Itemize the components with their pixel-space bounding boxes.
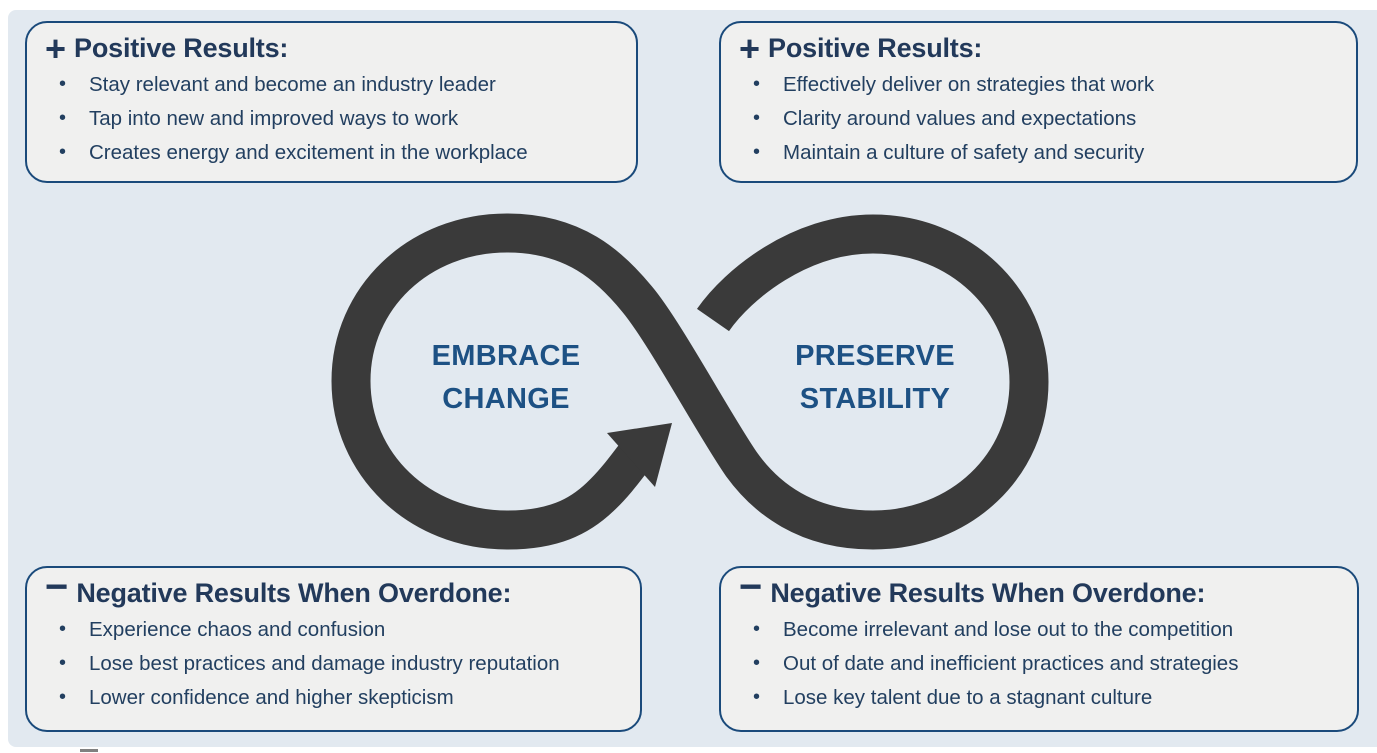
bullet-list: Stay relevant and become an industry lea… (45, 68, 618, 170)
bullet-item: Lose best practices and damage industry … (45, 647, 622, 681)
pole-right-line2: STABILITY (799, 383, 951, 415)
pole-left-line1: EMBRACE (431, 340, 581, 372)
quadrant-box-positive-right: + Positive Results: Effectively deliver … (719, 21, 1358, 183)
minus-icon: − (45, 564, 69, 609)
quadrant-header: − Negative Results When Overdone: (739, 567, 1339, 609)
bullet-list: Become irrelevant and lose out to the co… (739, 613, 1339, 715)
bullet-list: Experience chaos and confusion Lose best… (45, 613, 622, 715)
quadrant-title: Positive Results: (74, 33, 289, 63)
minus-icon: − (739, 564, 763, 609)
bullet-item: Clarity around values and expectations (739, 102, 1338, 136)
quadrant-header: − Negative Results When Overdone: (45, 567, 622, 609)
pole-label-embrace-change: EMBRACE CHANGE (366, 335, 646, 421)
bullet-item: Maintain a culture of safety and securit… (739, 136, 1338, 170)
bullet-item: Effectively deliver on strategies that w… (739, 68, 1338, 102)
bullet-item: Lose key talent due to a stagnant cultur… (739, 681, 1339, 715)
pole-label-preserve-stability: PRESERVE STABILITY (735, 335, 1015, 421)
quadrant-box-negative-right: − Negative Results When Overdone: Become… (719, 566, 1359, 732)
quadrant-header: + Positive Results: (739, 27, 1338, 69)
bullet-item: Tap into new and improved ways to work (45, 102, 618, 136)
quadrant-title: Positive Results: (768, 33, 983, 63)
quadrant-box-negative-left: − Negative Results When Overdone: Experi… (25, 566, 642, 732)
bullet-item: Creates energy and excitement in the wor… (45, 136, 618, 170)
bullet-item: Experience chaos and confusion (45, 613, 622, 647)
bullet-item: Stay relevant and become an industry lea… (45, 68, 618, 102)
quadrant-title: Negative Results When Overdone: (770, 578, 1206, 608)
plus-icon: + (45, 27, 67, 69)
bullet-list: Effectively deliver on strategies that w… (739, 68, 1338, 170)
cropped-text-fragment (80, 749, 98, 752)
bullet-item: Become irrelevant and lose out to the co… (739, 613, 1339, 647)
bullet-item: Out of date and inefficient practices an… (739, 647, 1339, 681)
plus-icon: + (739, 27, 761, 69)
quadrant-title: Negative Results When Overdone: (76, 578, 512, 608)
pole-left-line2: CHANGE (442, 383, 570, 415)
quadrant-box-positive-left: + Positive Results: Stay relevant and be… (25, 21, 638, 183)
bullet-item: Lower confidence and higher skepticism (45, 681, 622, 715)
pole-right-line1: PRESERVE (795, 340, 955, 372)
quadrant-header: + Positive Results: (45, 27, 618, 69)
